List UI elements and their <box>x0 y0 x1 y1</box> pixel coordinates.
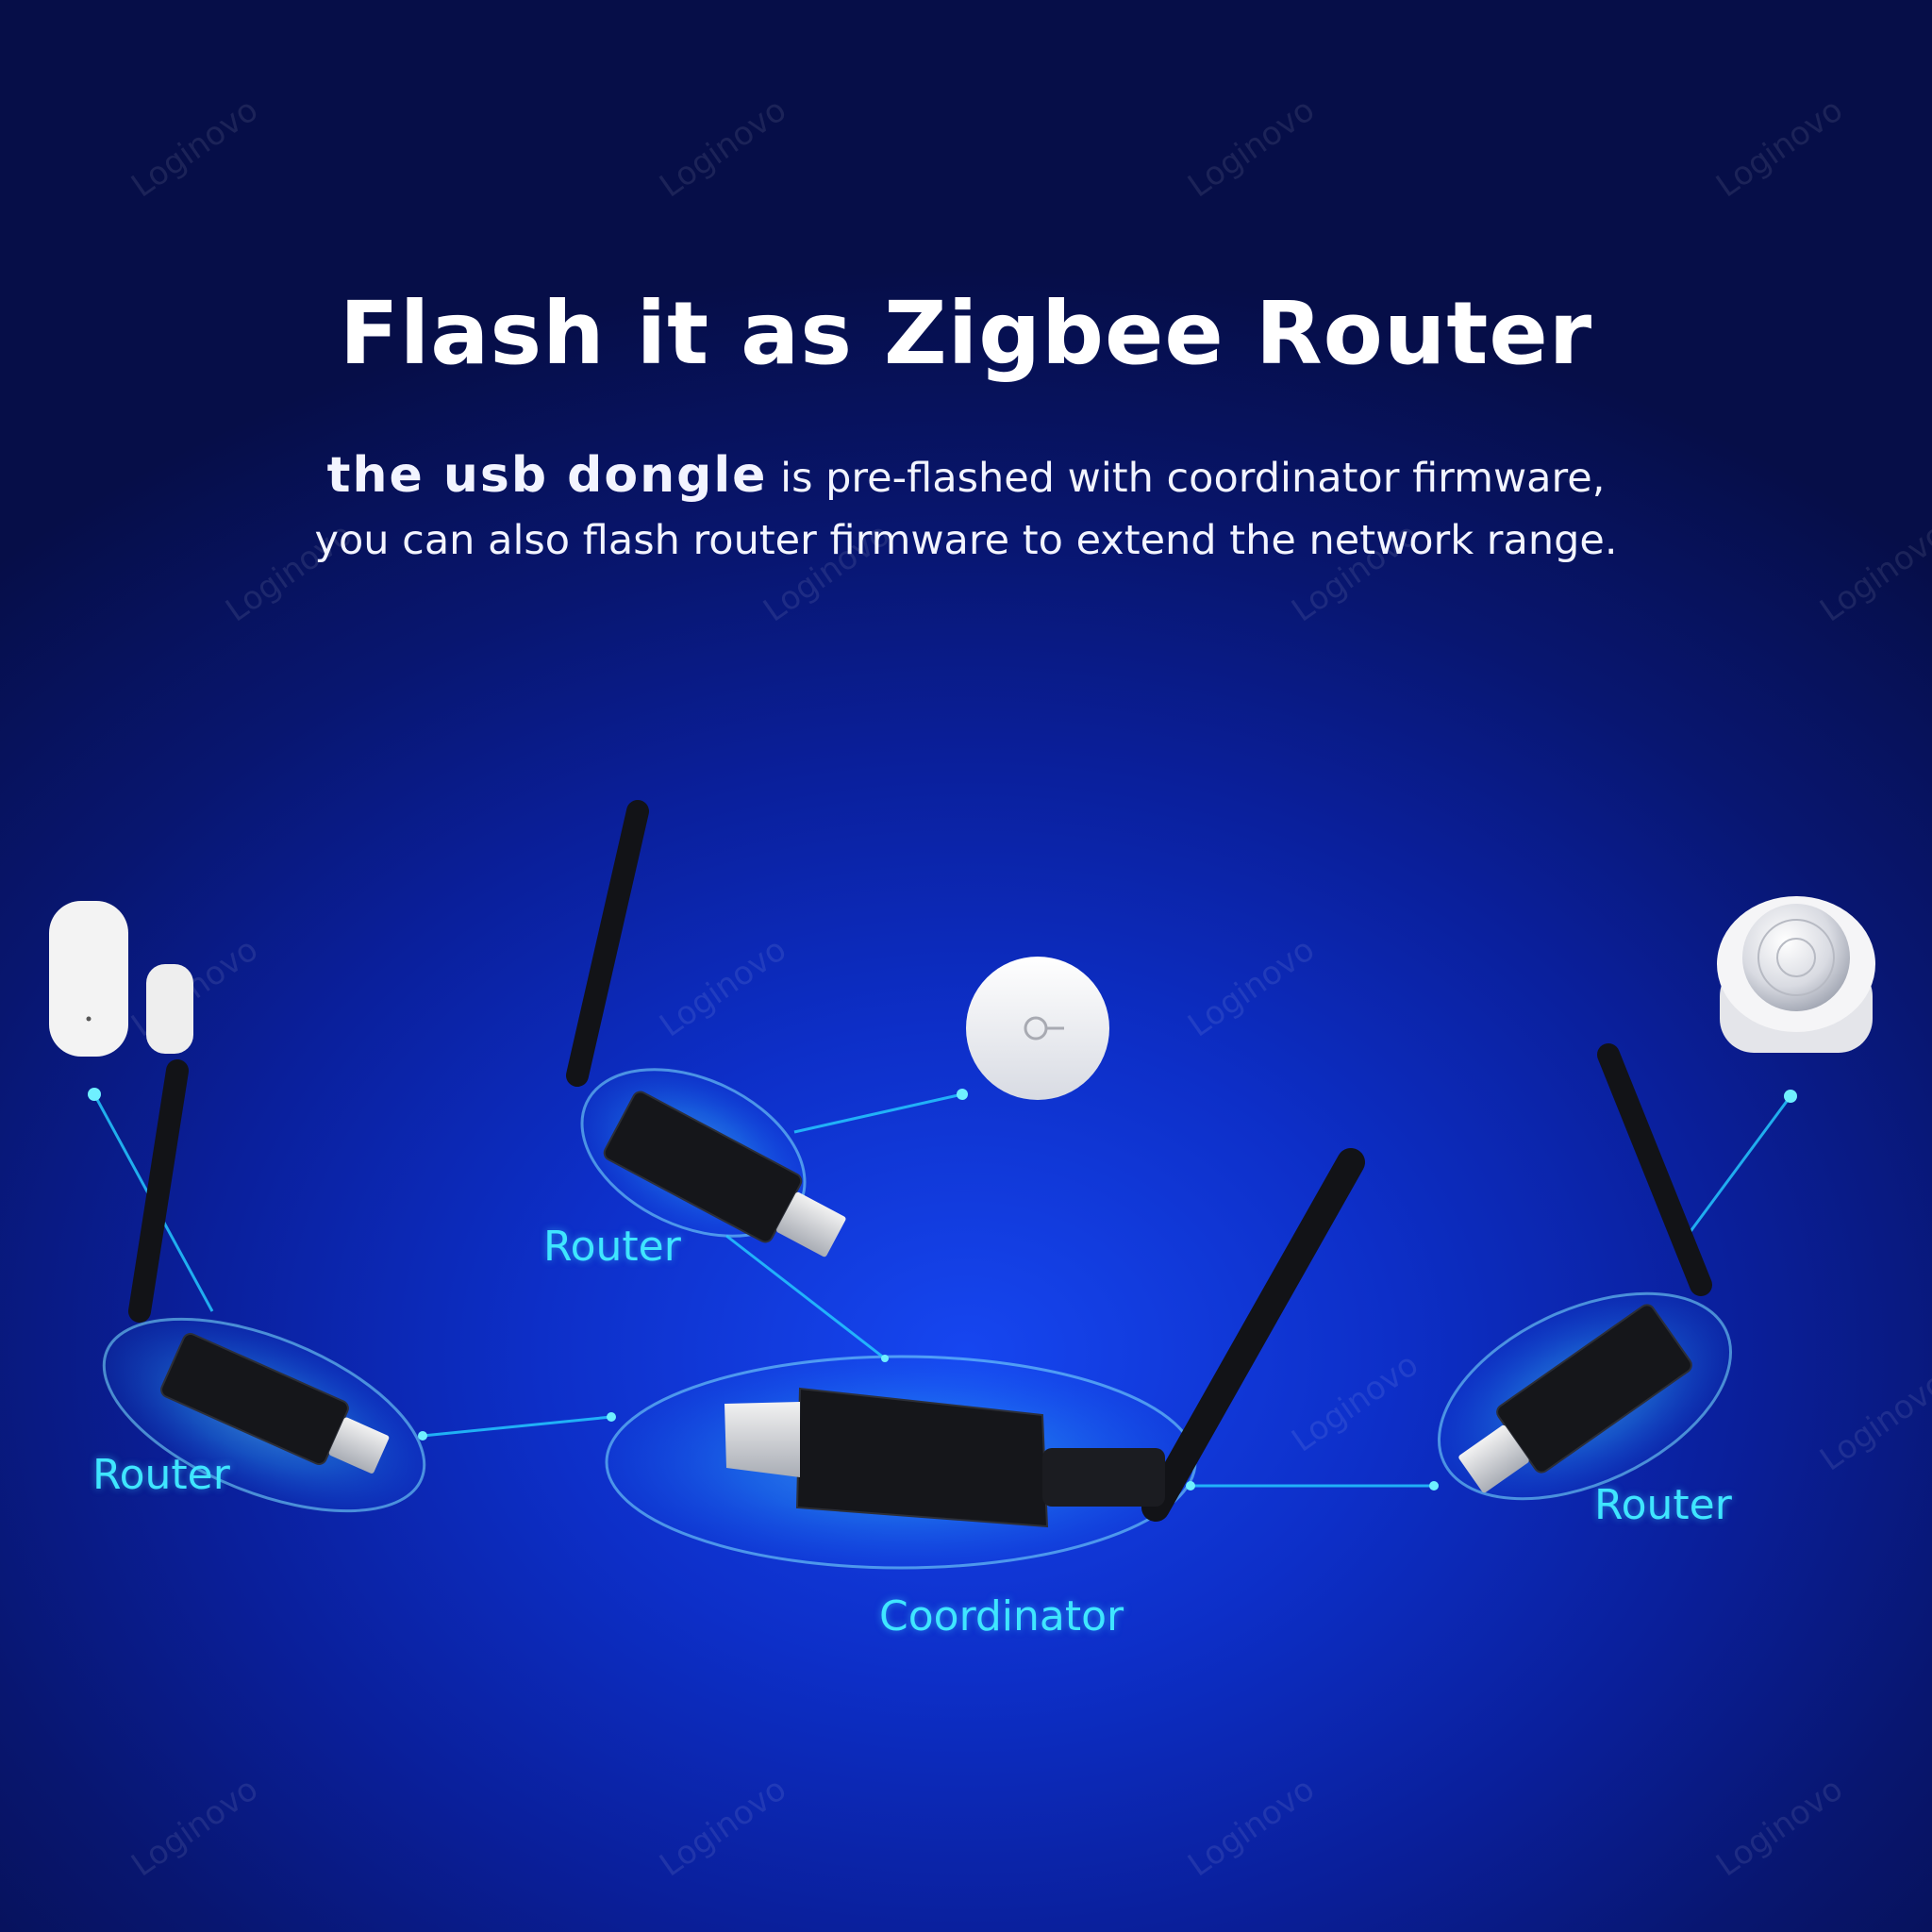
node-dot <box>418 1431 427 1441</box>
antenna-hinge <box>1042 1448 1165 1507</box>
subtitle-line-2: you can also flash router firmware to ex… <box>314 517 1618 564</box>
door-sensor-magnet <box>146 964 193 1054</box>
top-router-dongle <box>566 800 846 1257</box>
label-coordinator: Coordinator <box>879 1592 1124 1641</box>
page-title: Flash it as Zigbee Router <box>339 283 1593 384</box>
left-router-dongle <box>128 1059 390 1474</box>
antenna <box>566 800 649 1087</box>
subtitle-line-1-rest: is pre-flashed with coordinator firmware… <box>767 455 1606 502</box>
usb-plug <box>328 1417 390 1474</box>
door-sensor-led <box>86 1016 92 1022</box>
label-router-right: Router <box>1594 1481 1732 1529</box>
door-sensor-main-body <box>49 901 128 1057</box>
motion-sensor-dome-facets <box>1757 919 1835 996</box>
node-dot <box>607 1412 616 1422</box>
usb-plug <box>1458 1424 1529 1493</box>
link-left-router-to-coordinator <box>422 1415 612 1438</box>
temperature-sensor-body <box>966 957 1109 1100</box>
coordinator-dongle <box>724 1148 1365 1528</box>
node-dot <box>88 1088 101 1101</box>
temperature-sensor <box>966 957 1109 1100</box>
label-router-left: Router <box>92 1451 230 1499</box>
subtitle-emphasis: the usb dongle <box>326 447 768 504</box>
right-router-dongle <box>1458 1043 1712 1493</box>
motion-sensor <box>1717 896 1875 1053</box>
link-motion-sensor-to-right-router <box>1687 1095 1792 1235</box>
usb-plug <box>724 1402 800 1477</box>
node-dot <box>1186 1481 1195 1491</box>
node-dot <box>957 1089 968 1100</box>
link-top-router-to-coordinator <box>725 1234 886 1360</box>
dongle-body <box>1496 1304 1692 1474</box>
label-router-top: Router <box>543 1223 681 1271</box>
usb-plug <box>776 1191 846 1257</box>
antenna <box>1141 1148 1365 1522</box>
antenna <box>1597 1043 1712 1296</box>
subtitle-line-1: the usb dongle is pre-flashed with coord… <box>0 447 1932 504</box>
antenna <box>128 1059 189 1323</box>
node-dot <box>881 1355 889 1362</box>
link-top-router-to-temp-sensor <box>793 1092 963 1134</box>
node-dot <box>1784 1090 1797 1103</box>
dongle-body <box>603 1091 803 1243</box>
door-sensor <box>49 901 193 1057</box>
node-dot <box>1429 1481 1439 1491</box>
